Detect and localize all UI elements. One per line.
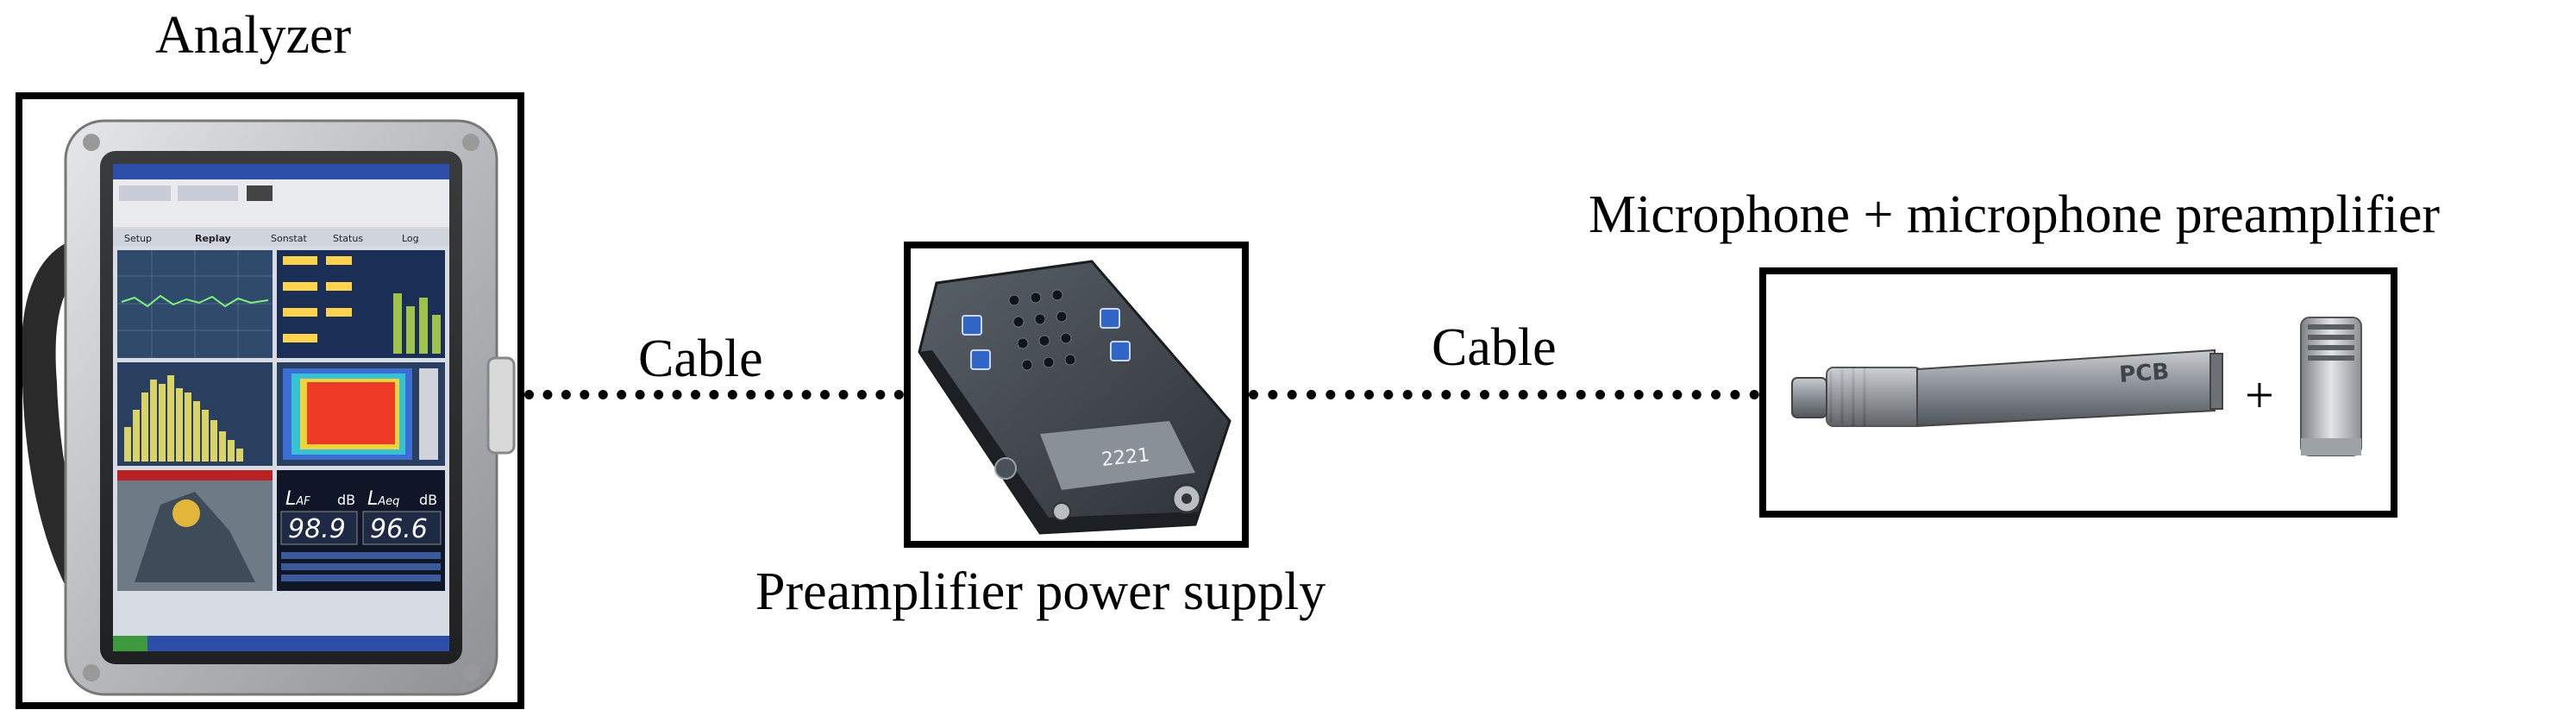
- plus-sign: +: [2245, 367, 2274, 424]
- microphone-label: Microphone + microphone preamplifier: [1589, 185, 2441, 244]
- analyzer-box: Setup Replay Sonstat Status Log: [16, 92, 524, 709]
- laeq-unit: dB: [419, 492, 437, 508]
- cable-line-2: [1249, 390, 1759, 399]
- microphone-illustration: PCB +: [1791, 317, 2362, 456]
- laf-subscript: AF: [295, 495, 310, 508]
- microphone-brand: PCB: [2118, 359, 2170, 388]
- power-supply-model: 2221: [1100, 444, 1150, 471]
- analyzer-label: Analyzer: [155, 6, 352, 65]
- laf-value: 98.9: [288, 514, 346, 544]
- cable-label-2: Cable: [1432, 318, 1557, 377]
- analyzer-tablet-illustration: Setup Replay Sonstat Status Log: [22, 119, 516, 696]
- tab-setup: Setup: [124, 233, 152, 244]
- tab-sonstat: Sonstat: [271, 233, 307, 244]
- laf-symbol: L: [285, 488, 296, 510]
- svg-text:LAeq: LAeq: [367, 488, 399, 510]
- power-supply-label: Preamplifier power supply: [755, 562, 1326, 621]
- power-supply-box: 2221: [904, 242, 1249, 548]
- laeq-symbol: L: [367, 488, 378, 510]
- svg-text:LAF: LAF: [285, 488, 310, 510]
- tab-log: Log: [402, 233, 419, 244]
- laf-unit: dB: [337, 492, 355, 508]
- microphone-box: PCB +: [1759, 267, 2397, 518]
- laeq-subscript: Aeq: [377, 495, 399, 508]
- laeq-value: 96.6: [370, 514, 428, 544]
- power-supply-illustration: 2221: [918, 260, 1232, 535]
- cable-line-1: [524, 390, 904, 399]
- tab-replay: Replay: [195, 233, 231, 244]
- cable-label-1: Cable: [638, 330, 763, 388]
- tab-status: Status: [333, 233, 363, 244]
